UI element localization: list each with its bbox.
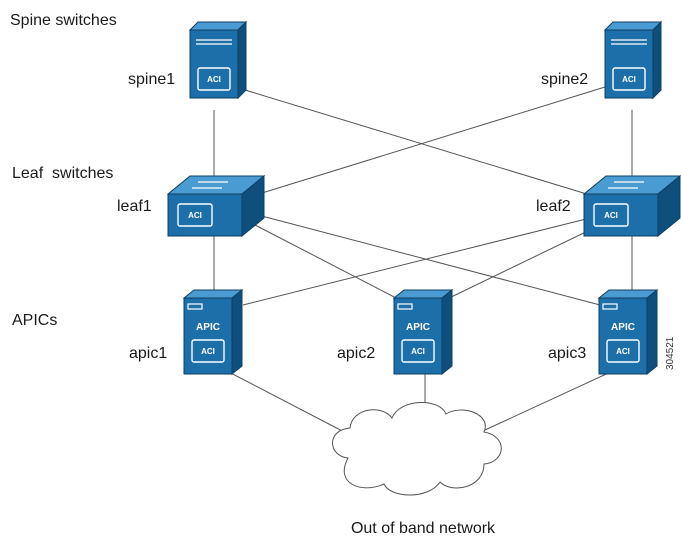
cloud-icon <box>332 401 502 496</box>
svg-text:ACI: ACI <box>201 347 215 356</box>
aci-badge-icon: ACI <box>191 339 225 363</box>
tier-label-apic: APICs <box>12 312 57 329</box>
link-leaf2-apic2 <box>444 227 595 301</box>
svg-text:APIC: APIC <box>611 322 635 333</box>
aci-badge-icon: ACI <box>197 67 231 91</box>
spine2-switch: ACI <box>603 20 663 100</box>
leaf2-switch: ACI <box>582 174 681 238</box>
svg-text:ACI: ACI <box>207 75 221 84</box>
svg-text:ACI: ACI <box>622 75 636 84</box>
figure-id: 304521 <box>665 336 676 370</box>
link-leaf1-apic3 <box>257 214 601 306</box>
tier-label-leaf: Leaf switches <box>12 165 113 182</box>
aci-badge-icon: ACI <box>606 339 640 363</box>
aci-badge-icon: ACI <box>401 339 435 363</box>
link-leaf1-apic2 <box>254 224 401 301</box>
spine2-label: spine2 <box>541 71 588 88</box>
link-spine2-leaf1 <box>261 86 606 194</box>
leaf1-switch: ACI <box>166 174 266 238</box>
svg-text:ACI: ACI <box>604 211 618 220</box>
aci-badge-icon: ACI <box>593 203 629 227</box>
svg-text:ACI: ACI <box>188 211 202 220</box>
link-spine1-leaf2 <box>244 89 591 196</box>
links <box>213 86 633 436</box>
spine1-label: spine1 <box>128 71 175 88</box>
svg-text:ACI: ACI <box>616 347 630 356</box>
svg-text:APIC: APIC <box>196 322 220 333</box>
network-label: Out of band network <box>351 520 496 537</box>
leaf2-label: leaf2 <box>536 198 571 215</box>
apic3-label: apic3 <box>548 345 586 362</box>
svg-text:ACI: ACI <box>411 347 425 356</box>
apic2-server: APIC ACI <box>392 288 454 376</box>
apic1-label: apic1 <box>129 345 167 362</box>
svg-text:APIC: APIC <box>406 322 430 333</box>
link-apic3-cloud <box>484 369 616 431</box>
spine1-switch: ACI <box>188 20 248 100</box>
aci-badge-icon: ACI <box>177 203 213 227</box>
link-leaf2-apic1 <box>242 217 591 306</box>
leaf1-label: leaf1 <box>117 198 152 215</box>
link-apic1-cloud <box>224 369 351 436</box>
apic3-server: APIC ACI <box>597 288 659 376</box>
apic2-label: apic2 <box>337 345 375 362</box>
aci-badge-icon: ACI <box>612 67 646 91</box>
tier-label-spine: Spine switches <box>10 12 117 29</box>
apic1-server: APIC ACI <box>182 288 244 376</box>
